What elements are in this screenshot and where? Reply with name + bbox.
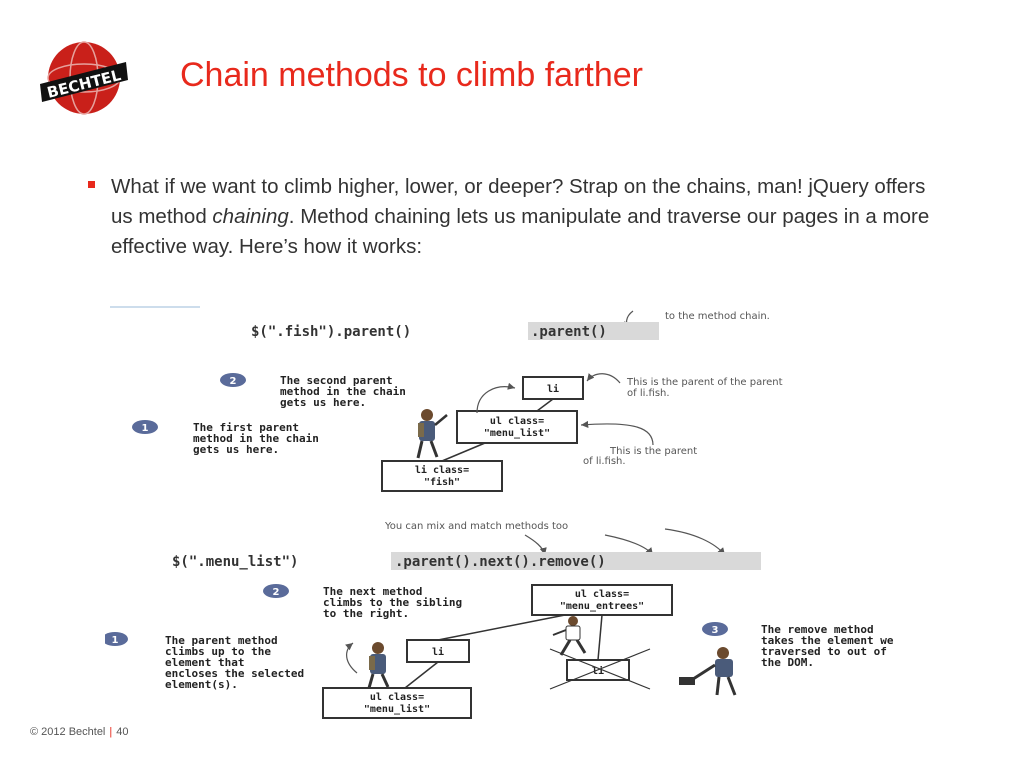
bottom-box-menu-entrees: ul class= "menu_entrees": [531, 584, 673, 616]
svg-text:"fish": "fish": [424, 476, 460, 488]
bottom-code-highlight: [391, 552, 761, 570]
top-code-plain: $(".fish").parent(): [251, 324, 411, 340]
bottom-note3-line4: the DOM.: [761, 656, 814, 669]
footer-copyright: © 2012 Bechtel: [30, 726, 106, 738]
bullet-emphasis: chaining: [212, 205, 289, 228]
bottom-hand-mix: You can mix and match methods too: [384, 521, 568, 532]
bullet-text: What if we want to climb higher, lower, …: [111, 172, 951, 262]
svg-text:"menu_list": "menu_list": [484, 427, 550, 439]
footer: © 2012 Bechtel|40: [30, 726, 129, 738]
svg-text:li: li: [432, 646, 444, 658]
leaf-blower-man-icon: [679, 647, 737, 696]
bullet-text-before: What if we want to climb higher, lower, …: [111, 175, 926, 228]
bottom-step-2-badge: 2: [263, 584, 289, 598]
bottom-note3-line1: The remove method: [761, 623, 874, 636]
top-note2-line1: The second parent: [280, 374, 393, 387]
method-chain-figure: to the method chain. $(".fish").parent()…: [102, 303, 965, 723]
svg-text:3: 3: [712, 625, 719, 636]
svg-text:"menu_list": "menu_list": [364, 703, 430, 715]
top-note1-line1: The first parent: [193, 421, 299, 434]
bottom-note3-line3: traversed to out of: [761, 645, 887, 658]
top-hand-parent-1: This is the parent: [609, 446, 697, 457]
bottom-note2-line1: The next method: [323, 585, 422, 598]
bechtel-logo: BECHTEL: [38, 40, 130, 116]
top-step-1-badge: 1: [132, 420, 158, 434]
top-note2-line2: method in the chain: [280, 385, 406, 398]
bottom-note1-line3: element that: [165, 656, 244, 669]
bottom-note3-line2: takes the element we: [761, 634, 894, 647]
svg-text:li: li: [547, 383, 559, 395]
slide-title: Chain methods to climb farther: [180, 56, 643, 94]
bottom-note2-line2: climbs to the sibling: [323, 596, 462, 609]
top-hand-parent-2: of li.fish.: [583, 456, 626, 467]
bottom-note1-line4: encloses the selected: [165, 667, 304, 680]
svg-text:ul class=: ul class=: [370, 692, 424, 703]
svg-text:2: 2: [273, 587, 280, 598]
bottom-box-li: li: [406, 639, 470, 663]
top-note2-line3: gets us here.: [280, 396, 366, 409]
running-man-icon: [552, 616, 587, 656]
bottom-note2-line3: to the right.: [323, 607, 409, 620]
page-number: 40: [116, 726, 129, 738]
svg-text:ul class=: ul class=: [575, 589, 629, 600]
top-hand-parent-parent-2: of li.fish.: [627, 388, 670, 399]
top-note1-line3: gets us here.: [193, 443, 279, 456]
top-box-fish: li class= "fish": [381, 460, 503, 492]
svg-text:1: 1: [142, 423, 149, 434]
climber-figure-icon: [416, 409, 448, 459]
top-code-highlighted: .parent(): [531, 324, 607, 340]
bottom-box-removed-li: li: [549, 648, 651, 690]
top-hand-parent-parent-1: This is the parent of the parent: [626, 377, 783, 388]
svg-text:"menu_entrees": "menu_entrees": [560, 601, 644, 612]
svg-text:2: 2: [230, 376, 237, 387]
bottom-step-1-badge: 1: [102, 632, 128, 646]
svg-text:li class=: li class=: [415, 464, 469, 476]
top-step-2-badge: 2: [220, 373, 246, 387]
bottom-code-plain: $(".menu_list"): [172, 554, 298, 570]
top-box-li: li: [522, 376, 584, 400]
bottom-note1-line1: The parent method: [165, 634, 278, 647]
top-header-note: to the method chain.: [665, 311, 770, 322]
top-code-highlight: [528, 322, 659, 340]
svg-text:ul class=: ul class=: [490, 416, 544, 427]
top-box-menu-list: ul class= "menu_list": [456, 410, 578, 444]
footer-separator: |: [109, 726, 113, 738]
top-note1-line2: method in the chain: [193, 432, 319, 445]
bottom-note1-line5: element(s).: [165, 678, 238, 691]
bottom-note1-line2: climbs up to the: [165, 645, 271, 658]
bottom-step-3-badge: 3: [702, 622, 728, 636]
bottom-code-highlighted: .parent().next().remove(): [395, 554, 606, 570]
bottom-box-menu-list: ul class= "menu_list": [322, 687, 472, 719]
bullet-text-after: . Method chaining lets us manipulate and…: [111, 205, 930, 258]
svg-text:1: 1: [112, 635, 119, 646]
climber-figure-bottom-icon: [367, 642, 390, 689]
bullet-square-icon: [88, 181, 95, 188]
